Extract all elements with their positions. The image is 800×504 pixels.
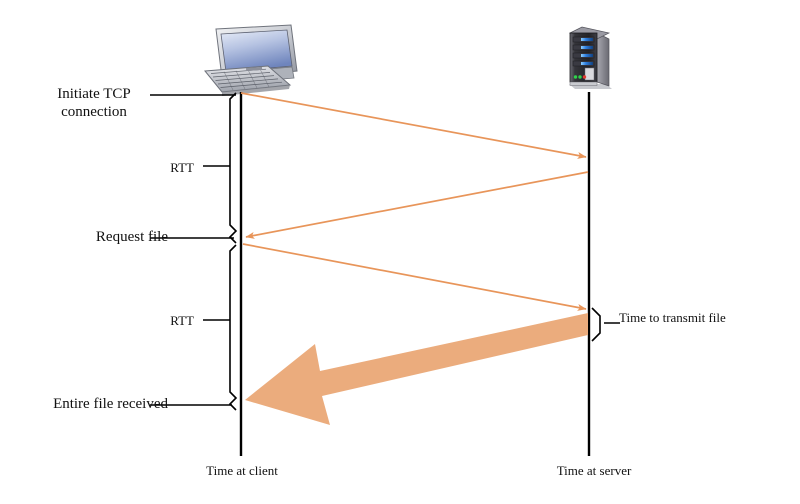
server-tower-icon xyxy=(568,26,612,89)
message-file-transmission xyxy=(245,313,588,425)
label-rtt-first: RTT xyxy=(170,160,194,175)
label-time-to-transmit-file: Time to transmit file xyxy=(619,310,726,325)
label-time-at-server: Time at server xyxy=(556,463,632,478)
label-time-at-client: Time at client xyxy=(206,463,278,478)
rtt-bracket-2 xyxy=(228,244,238,411)
label-rtt-second: RTT xyxy=(170,313,194,328)
server-status-leds xyxy=(573,75,587,79)
label-initiate-tcp-line2: connection xyxy=(61,103,127,120)
rtt-bracket-1 xyxy=(228,92,238,244)
laptop-computer-icon xyxy=(204,24,298,96)
message-tcp-synack xyxy=(245,171,589,239)
label-entire-file-received: Entire file received xyxy=(53,396,168,412)
label-initiate-tcp-line1: Initiate TCP xyxy=(57,86,131,102)
label-initiate-tcp: Initiate TCP connection xyxy=(20,86,168,121)
message-tcp-syn xyxy=(240,92,587,159)
server-drive-bays xyxy=(572,36,595,67)
transmit-bracket xyxy=(591,307,601,342)
label-request-file: Request file xyxy=(95,229,168,245)
message-http-request xyxy=(242,243,587,311)
